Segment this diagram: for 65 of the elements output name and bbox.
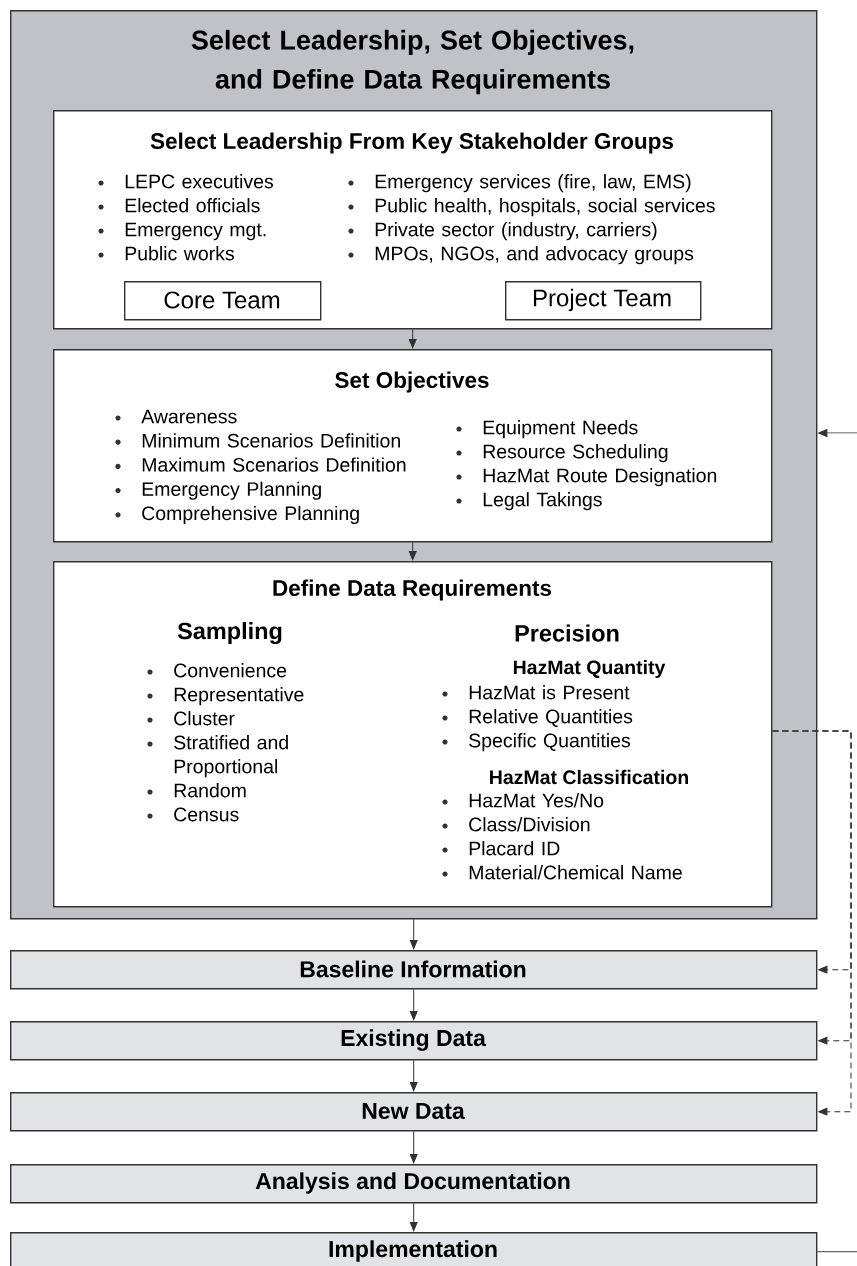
bullet-item: Equipment Needs [456,420,638,439]
bullet-item: Relative Quantities [442,709,633,727]
arrow [409,1130,418,1164]
arrow [818,429,857,437]
subheading: Precision [515,624,619,642]
bullet-item: HazMat is Present [442,685,630,700]
arrow [409,988,418,1021]
bullet-item: Legal Takings [456,492,602,511]
label: Project Team [533,288,671,312]
bullet-item: Awareness [115,409,237,424]
team-box [124,281,322,321]
label: Baseline Information [300,960,526,978]
process-box [10,1164,818,1204]
bullet-item: Emergency Planning [115,481,321,500]
bullet-item: Resource Scheduling [456,444,668,463]
bullet-item: Convenience [147,663,287,678]
bullet-item: Stratified and Proportional [147,735,288,778]
label: Implementation [329,1240,497,1262]
process-box [10,1021,818,1061]
bullet-item: Random [147,783,246,798]
arrow [408,541,417,561]
bullet-item: Placard ID [442,841,560,856]
bullet-item: Emergency mgt. [98,222,266,241]
bullet-item: Private sector (industry, carriers) [348,222,657,241]
process-box [10,950,818,990]
bullet-item: LEPC executives [98,174,274,189]
bullet-item: Material/Chemical Name [442,865,682,880]
process-box [10,1232,818,1266]
label: Existing Data [341,1029,486,1051]
arrow [409,918,418,950]
title: Select Leadership, Set Objectives, and Define Data Requirements [191,29,634,95]
process-box [10,1092,818,1132]
bullet-item: Public works [98,246,234,261]
arrow [409,1202,418,1232]
bullet-item: HazMat Route Designation [456,468,717,487]
bullet-item: Class/Division [442,817,590,832]
arrow [408,328,417,349]
subheading: HazMat Classification [490,769,688,785]
bullet-item: Comprehensive Planning [115,505,359,525]
section-box [53,349,773,543]
bullet-item: Emergency services (fire, law, EMS) [348,174,691,193]
subheading: Sampling [177,622,282,644]
heading: Select Leadership From Key Stakeholder Groups [150,132,673,154]
bullet-item: Cluster [147,711,235,726]
bullet-item: HazMat Yes/No [442,793,604,808]
bullet-item: Public health, hospitals, social services [348,198,715,217]
connector-line [816,1251,857,1253]
section-box [53,561,773,908]
bullet-item: Maximum Scenarios Definition [115,457,406,472]
arrow [409,1059,418,1092]
label: Analysis and Documentation [255,1172,570,1194]
bullet-item: Specific Quantities [442,733,631,752]
team-box [505,281,702,321]
label: Core Team [164,291,280,309]
bullet-item: Minimum Scenarios Definition [115,433,400,448]
bullet-item: Census [147,807,239,822]
bullet-item: Elected officials [98,198,260,213]
bullet-item: MPOs, NGOs, and advocacy groups [348,246,694,265]
label: New Data [362,1103,465,1120]
heading: Set Objectives [335,371,489,393]
subheading: HazMat Quantity [513,659,666,679]
section-box [53,110,773,330]
dashed-arrow [771,730,852,1116]
heading: Define Data Requirements [273,579,552,601]
bullet-item: Representative [147,687,304,706]
